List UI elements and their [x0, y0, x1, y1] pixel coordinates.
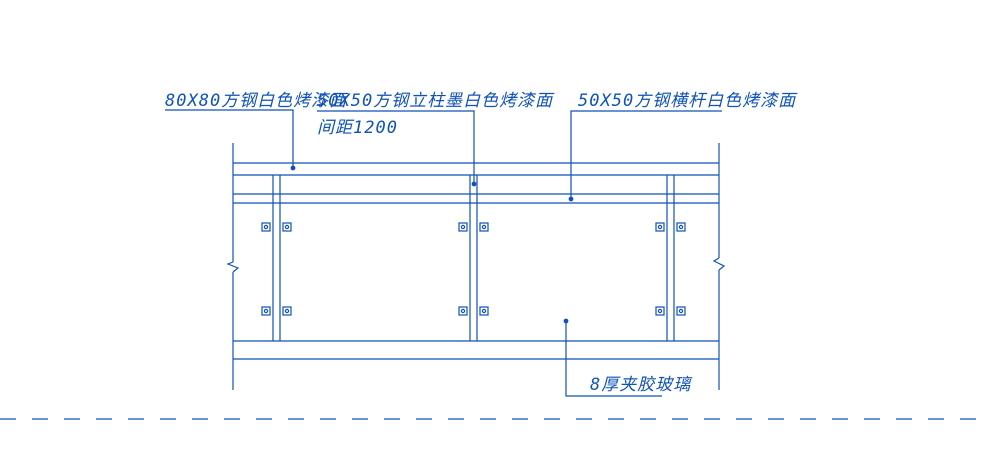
- glass-clip-bolt: [678, 224, 684, 230]
- leader-post: [317, 110, 475, 183]
- glass-clips: [261, 222, 686, 316]
- glass-clip-bolt: [460, 308, 466, 314]
- glass-clip-bolt: [678, 308, 684, 314]
- label-post: 50X50方钢立柱墨白色烤漆面: [317, 91, 555, 111]
- glass-clip: [458, 222, 468, 232]
- label-post-spacing: 间距1200: [317, 118, 398, 138]
- glass-clip: [479, 306, 489, 316]
- glass-clip: [655, 222, 665, 232]
- leader-cross-rail: [570, 110, 722, 198]
- glass-clip: [261, 306, 271, 316]
- leader-dot: [471, 181, 477, 187]
- glass-clip: [458, 306, 468, 316]
- glass-clip-bolt: [284, 308, 290, 314]
- glass-clip-bolt: [657, 308, 663, 314]
- glass-clip-bolt: [263, 224, 269, 230]
- glass-clip-bolt: [657, 224, 663, 230]
- glass-clip: [655, 306, 665, 316]
- glass-clip: [676, 306, 686, 316]
- glass-clip: [479, 222, 489, 232]
- annotations: 80X80方钢白色烤漆面 50X50方钢立柱墨白色烤漆面 间距1200 50X5…: [165, 91, 798, 395]
- glass-clip-bolt: [263, 308, 269, 314]
- glass-clip: [261, 222, 271, 232]
- label-cross-rail: 50X50方钢横杆白色烤漆面: [578, 91, 798, 111]
- leader-dot: [568, 196, 574, 202]
- leader-dot: [563, 318, 569, 324]
- glass-clip: [282, 306, 292, 316]
- break-symbol-right: [712, 257, 726, 271]
- glass-clip-bolt: [284, 224, 290, 230]
- glass-clip: [282, 222, 292, 232]
- label-top-rail: 80X80方钢白色烤漆面: [165, 91, 349, 111]
- leader-top-rail: [165, 109, 294, 167]
- glass-clip-bolt: [460, 224, 466, 230]
- glass-clip: [676, 222, 686, 232]
- leader-dot: [290, 165, 296, 171]
- leader-glass: [565, 321, 662, 397]
- glass-clip-bolt: [481, 224, 487, 230]
- glass-clip-bolt: [481, 308, 487, 314]
- drawing-geometry: [0, 109, 992, 420]
- label-glass: 8厚夹胶玻璃: [590, 375, 693, 395]
- break-symbol-left: [226, 261, 240, 273]
